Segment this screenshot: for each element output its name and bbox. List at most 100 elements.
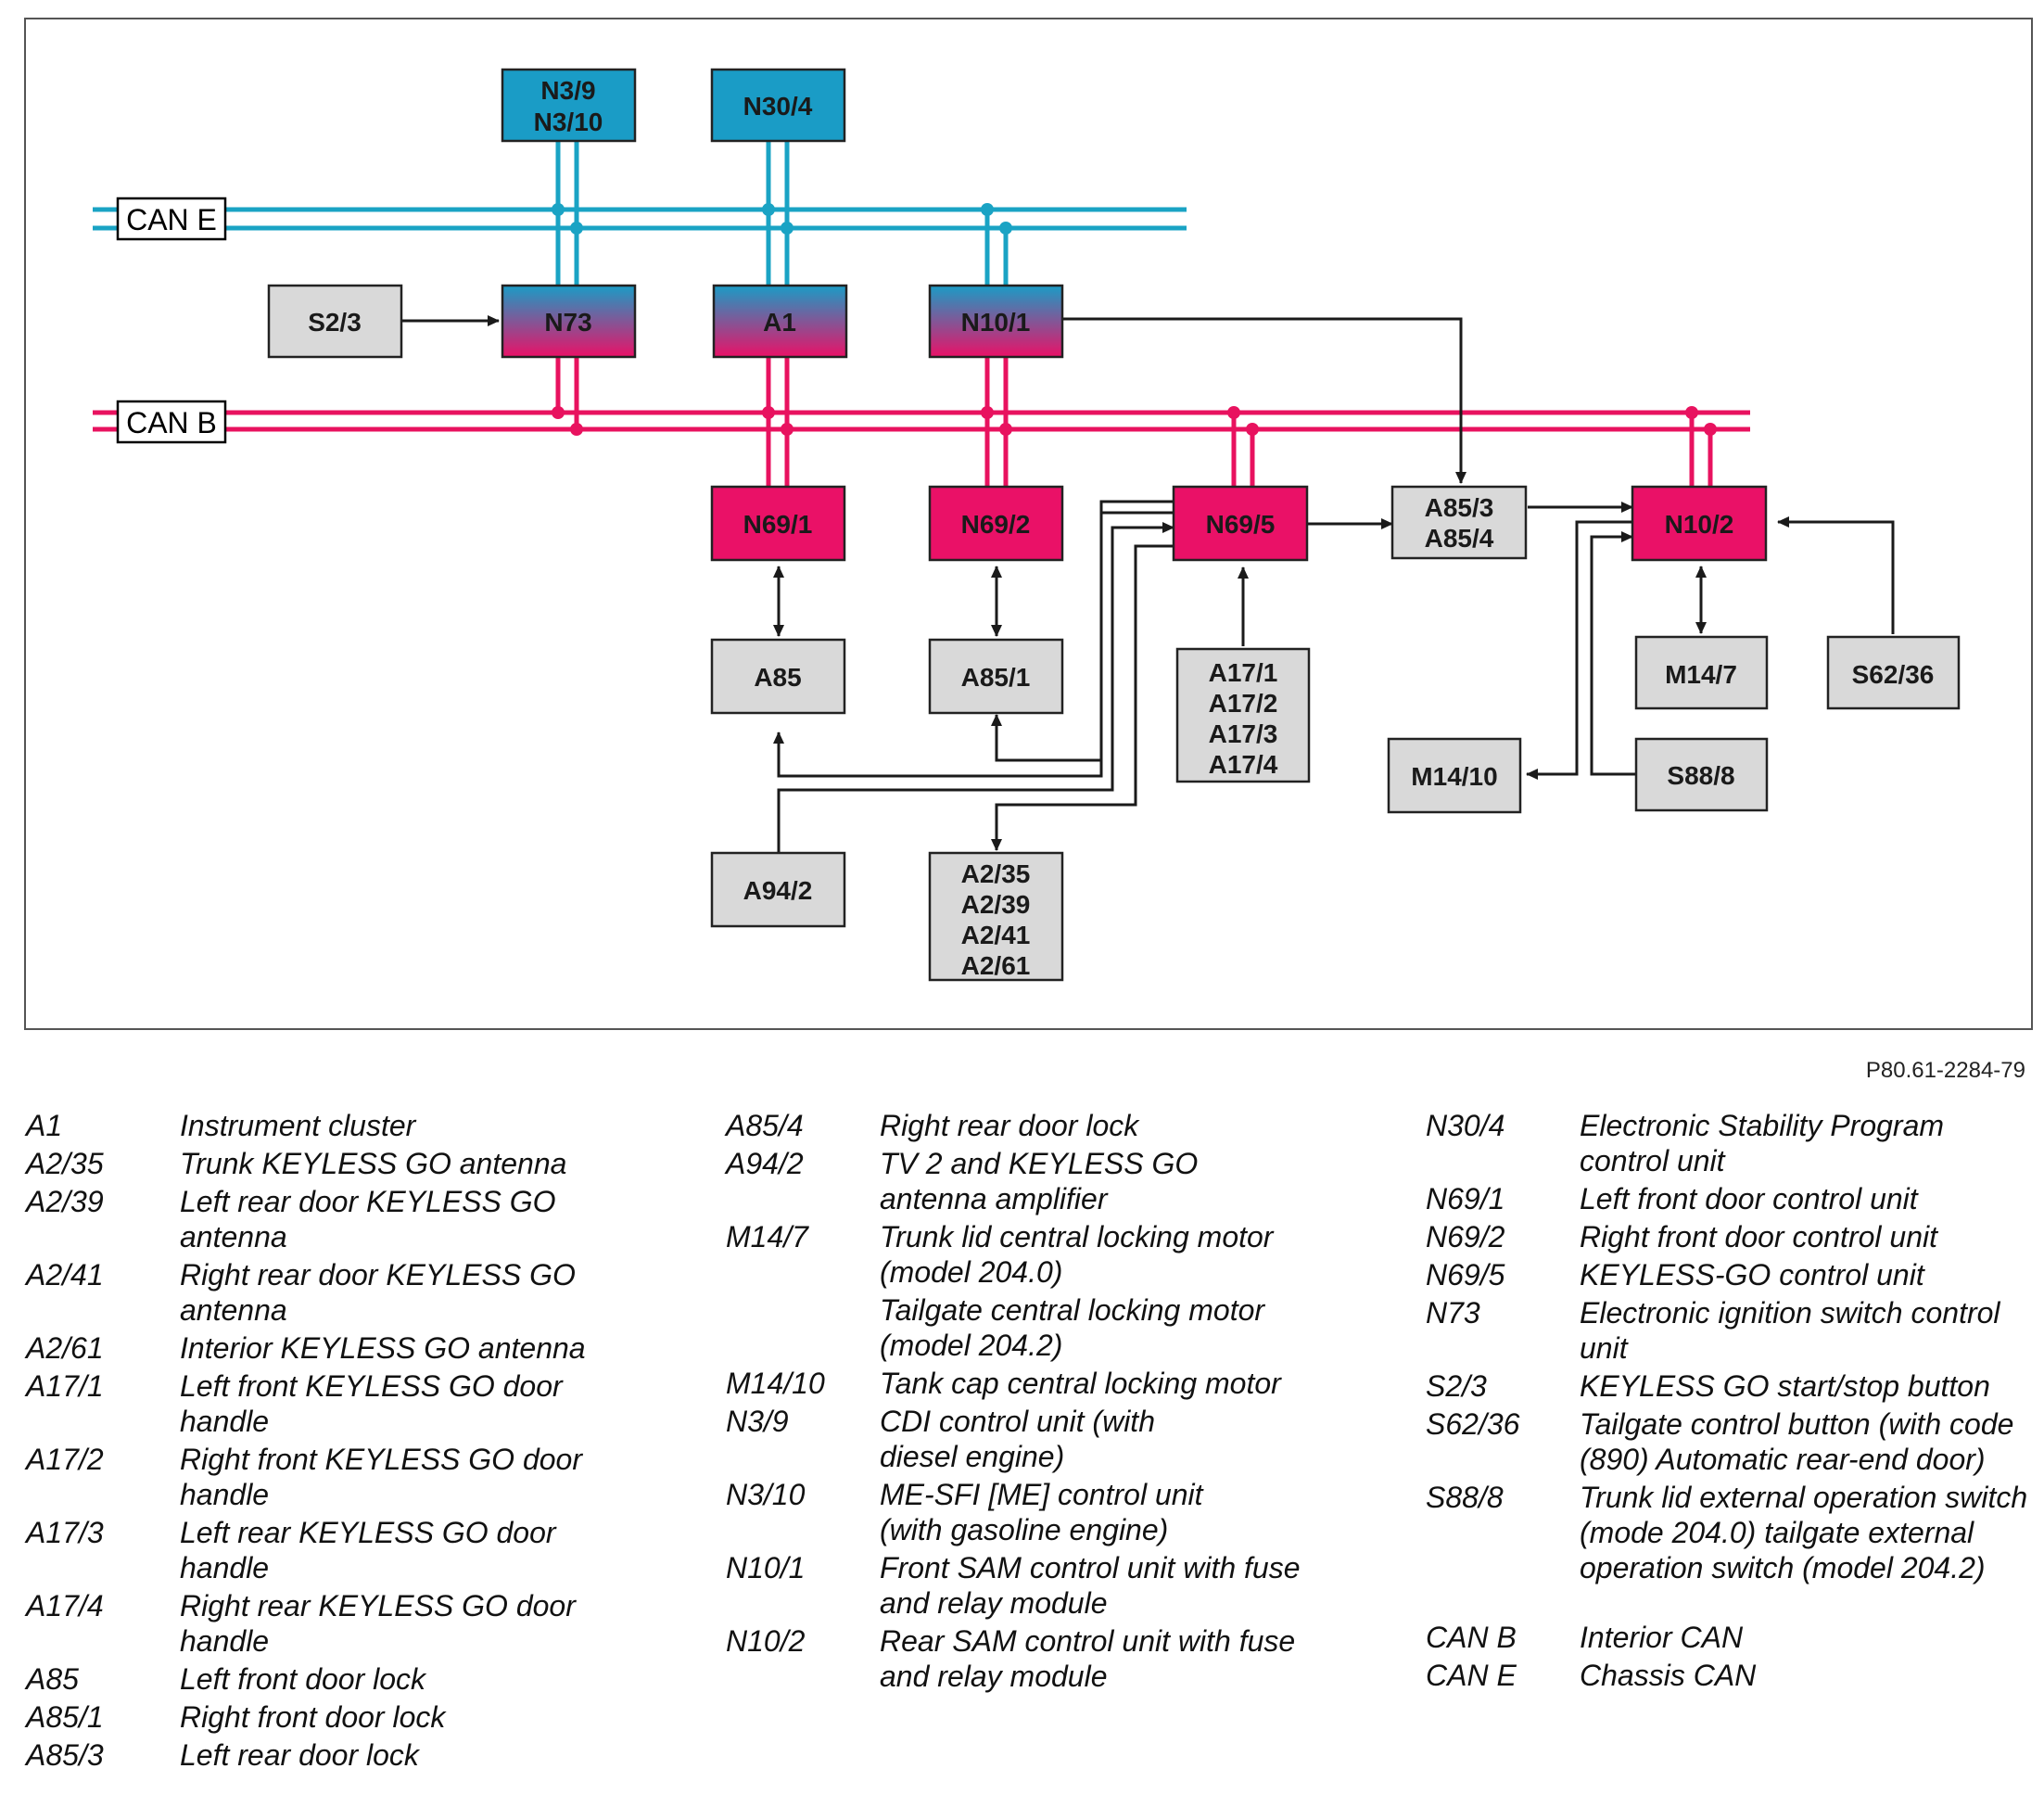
a94-2-to-n69-5-line <box>777 522 1174 853</box>
svg-text:A2/41: A2/41 <box>961 921 1031 949</box>
svg-text:M14/7: M14/7 <box>1665 660 1737 689</box>
node-m14-7: M14/7 <box>1634 635 1769 710</box>
n69-5-to-a85-1-line <box>991 511 1174 762</box>
svg-text:N30/4: N30/4 <box>743 92 813 121</box>
svg-text:A17/1: A17/1 <box>1209 658 1278 687</box>
diagram-frame <box>24 18 2033 1030</box>
s62-36-to-n10-2-line <box>1777 516 1895 634</box>
svg-text:A2/61: A2/61 <box>961 951 1031 980</box>
node-n30-4: N30/4 <box>710 68 846 143</box>
figure-reference: P80.61-2284-79 <box>1865 1058 2025 1083</box>
svg-text:A17/4: A17/4 <box>1209 750 1278 779</box>
svg-text:A85/3: A85/3 <box>1425 493 1494 522</box>
can-b-junctions <box>552 406 1717 436</box>
node-s88-8: S88/8 <box>1634 737 1769 812</box>
svg-text:A2/39: A2/39 <box>961 890 1031 919</box>
node-n10-1: N10/1 <box>928 284 1064 359</box>
svg-text:S88/8: S88/8 <box>1667 761 1734 790</box>
node-n3-9: N3/9 N3/10 <box>501 68 637 143</box>
node-a2: A2/35 A2/39 A2/41 A2/61 <box>928 851 1064 982</box>
s88-8-to-n10-2-line <box>1590 531 1636 776</box>
can-b-bus <box>93 410 1750 432</box>
svg-text:A2/35: A2/35 <box>961 859 1031 888</box>
svg-text:N69/2: N69/2 <box>961 510 1031 539</box>
node-a94-2: A94/2 <box>710 851 846 928</box>
n69-5-to-a2-line <box>991 544 1174 851</box>
svg-text:S2/3: S2/3 <box>308 308 362 337</box>
node-m14-10: M14/10 <box>1387 737 1522 814</box>
node-s2-3: S2/3 <box>267 284 403 359</box>
node-n69-5: N69/5 <box>1172 485 1309 562</box>
svg-text:A1: A1 <box>763 308 796 337</box>
svg-text:N73: N73 <box>544 308 591 337</box>
node-n69-2: N69/2 <box>928 485 1064 562</box>
node-a1: A1 <box>712 284 848 359</box>
n10-1-to-a85-3-line <box>1062 317 1466 484</box>
can-e-bus <box>93 207 1187 231</box>
svg-text:CAN E: CAN E <box>126 203 217 236</box>
node-a85: A85 <box>710 638 846 715</box>
svg-text:N3/10: N3/10 <box>534 108 603 136</box>
n69-5-to-a85-line <box>773 500 1174 778</box>
svg-text:N10/1: N10/1 <box>961 308 1031 337</box>
svg-text:N69/5: N69/5 <box>1206 510 1276 539</box>
legend-item: Tailgate central locking motor (model 20… <box>880 1293 1265 1362</box>
svg-text:CAN B: CAN B <box>126 406 217 439</box>
can-e-junctions <box>552 203 1012 235</box>
node-n10-2: N10/2 <box>1631 485 1768 562</box>
keyless-go-network-diagram: CAN E CAN B <box>24 18 2033 1030</box>
svg-text:N3/9: N3/9 <box>540 76 595 105</box>
node-s62-36: S62/36 <box>1826 635 1961 710</box>
node-n73: N73 <box>501 284 637 359</box>
svg-text:A85/1: A85/1 <box>961 663 1031 692</box>
node-a17: A17/1 A17/2 A17/3 A17/4 <box>1175 647 1311 783</box>
svg-text:N10/2: N10/2 <box>1665 510 1734 539</box>
svg-text:A85: A85 <box>754 663 801 692</box>
can-e-connections <box>555 139 1009 286</box>
svg-text:A17/2: A17/2 <box>1209 689 1278 718</box>
node-a85-3: A85/3 A85/4 <box>1390 485 1528 560</box>
can-b-connections <box>555 357 1713 487</box>
legend-spacer <box>1426 1588 2038 1620</box>
svg-text:S62/36: S62/36 <box>1852 660 1935 689</box>
can-e-label: CAN E <box>116 197 227 241</box>
signal-lines <box>401 315 1895 853</box>
n10-2-to-m14-10-line <box>1526 520 1632 780</box>
svg-text:A94/2: A94/2 <box>743 876 813 905</box>
svg-text:M14/10: M14/10 <box>1411 762 1497 791</box>
svg-text:A17/3: A17/3 <box>1209 719 1278 748</box>
svg-text:N69/1: N69/1 <box>743 510 813 539</box>
node-a85-1: A85/1 <box>928 638 1064 715</box>
